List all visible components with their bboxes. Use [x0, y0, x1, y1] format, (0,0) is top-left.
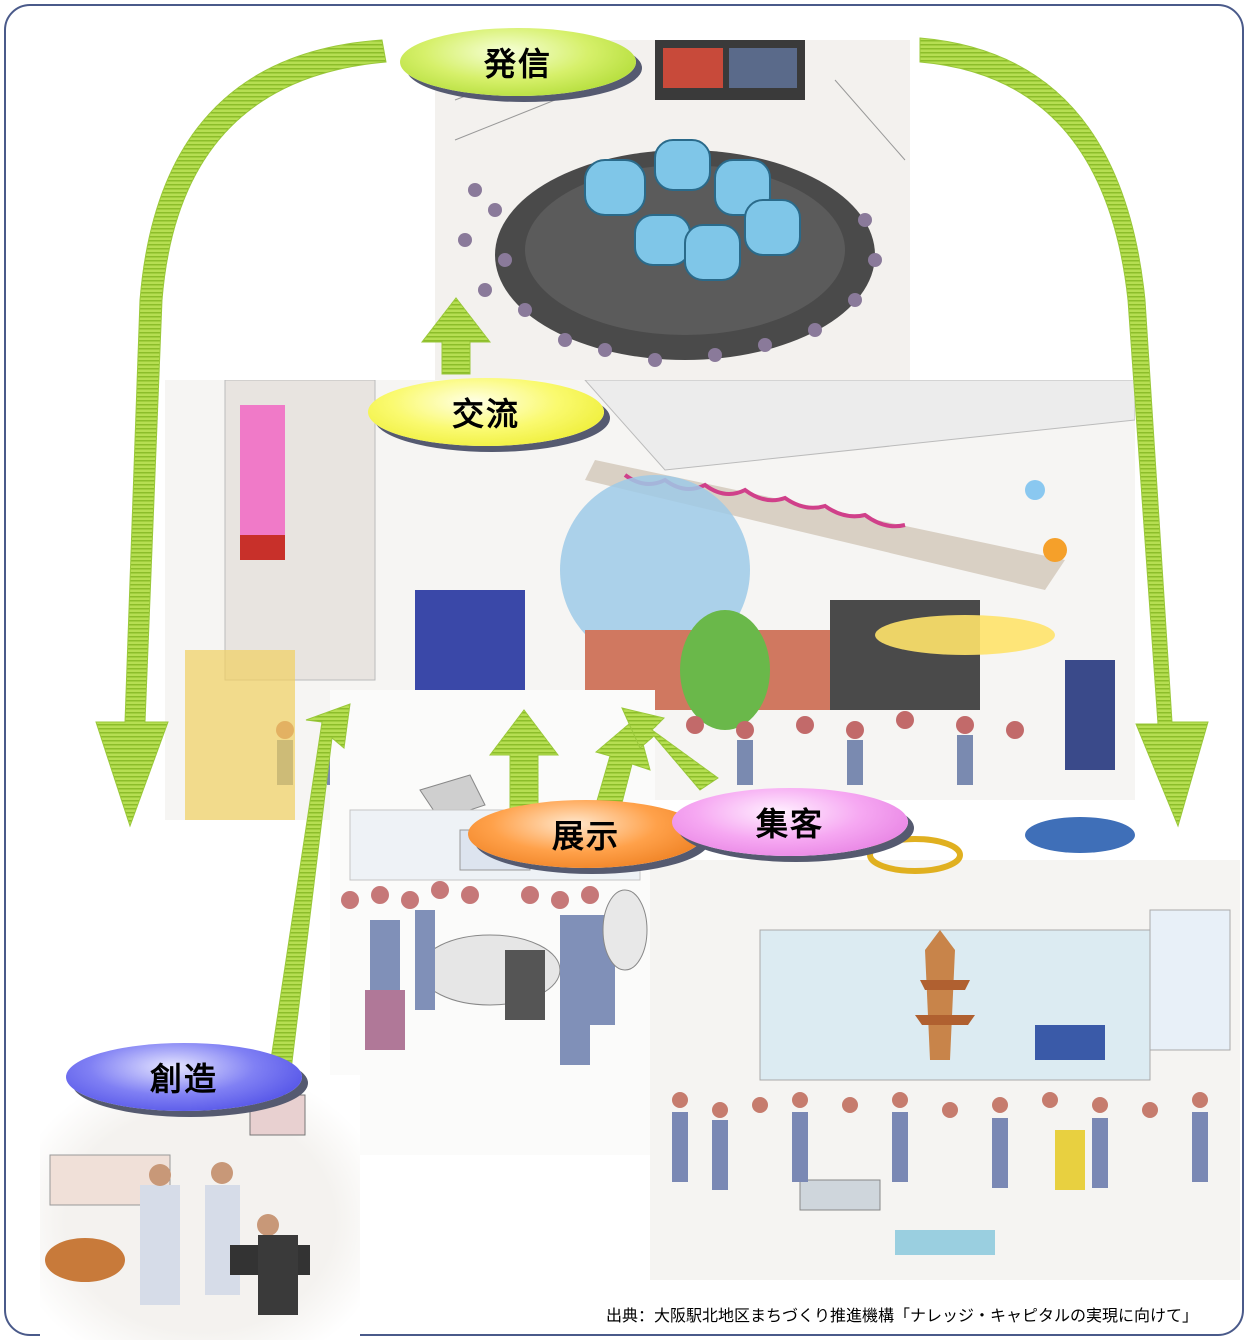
node-hasshin-label: 発信 [483, 45, 552, 83]
creative-workspace-illustration [40, 1075, 360, 1340]
exhibition-hall-illustration [330, 690, 655, 1155]
arrow-koryu-to-hasshin [420, 297, 492, 375]
node-sozo: 創造 [66, 1043, 302, 1111]
arrow-shukyaku-to-koryu [621, 707, 719, 791]
node-koryu-label: 交流 [451, 395, 520, 433]
exchange-atrium-illustration [165, 380, 1135, 820]
node-shukyaku: 集客 [672, 788, 908, 856]
node-koryu: 交流 [368, 378, 604, 446]
broadcast-studio-illustration [435, 40, 910, 385]
node-tenji-label: 展示 [551, 817, 620, 855]
node-hasshin: 発信 [400, 28, 636, 96]
arrow-hasshin-to-shukyaku [919, 37, 1209, 828]
node-shukyaku-label: 集客 [755, 805, 824, 843]
node-sozo-label: 創造 [149, 1060, 218, 1098]
arrow-sozo-to-tenji [269, 703, 351, 1079]
source-caption: 出典：大阪駅北地区まちづくり推進機構「ナレッジ・キャピタルの実現に向けて」 [601, 1300, 1202, 1328]
arrow-hasshin-to-sozo [95, 39, 387, 828]
node-tenji: 展示 [468, 800, 704, 868]
visitor-plaza-illustration [650, 800, 1240, 1295]
